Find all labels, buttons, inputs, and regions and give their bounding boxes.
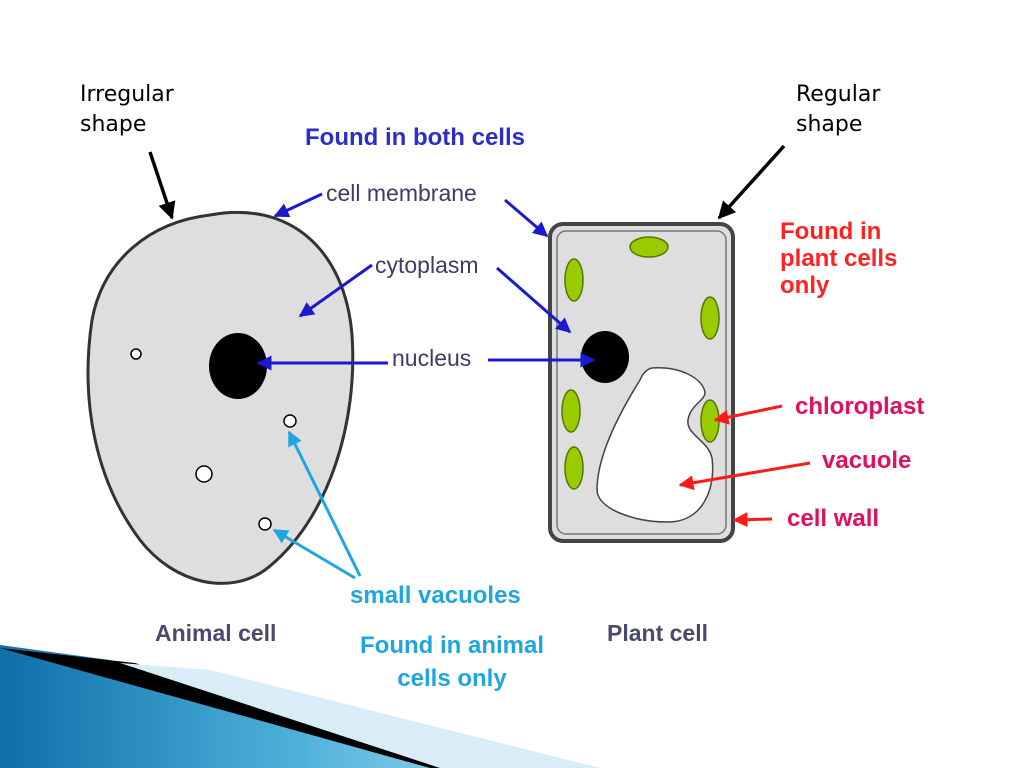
found-in-animal-only-label: Found in animal cells only [360,632,544,692]
chloroplast [700,296,720,340]
vacuole-arrow [678,461,811,491]
chloroplast-arrow [713,404,783,425]
irregular-shape-label: Irregular shape [80,82,174,137]
small-vacuoles-arrow-1 [287,430,362,577]
plant-cell-membrane [556,230,727,535]
small-vacuole [283,414,297,428]
vacuole-label: vacuole [822,447,912,474]
cell-wall-label: cell wall [787,505,880,532]
cytoplasm-arrow-animal [298,263,373,318]
cytoplasm-label: cytoplasm [375,252,479,278]
cell-wall-arrow [732,512,773,528]
cytoplasm-arrow-plant [496,266,572,334]
regular-shape-arrow [717,144,786,220]
membrane-arrow-plant [504,198,549,238]
small-vacuoles-arrow-2 [272,528,356,580]
plant-cell-caption: Plant cell [607,620,708,646]
irregular-shape-arrow [148,151,176,220]
animal-cell-caption: Animal cell [155,620,277,646]
small-vacuoles-label: small vacuoles [350,582,521,609]
found-in-both-heading: Found in both cells [305,124,525,151]
plant-cell-nucleus [581,331,629,383]
cell-membrane-label: cell membrane [326,180,477,206]
chloroplast [629,236,669,258]
decorative-ribbon-tip [120,663,600,768]
chloroplast [561,389,581,433]
animal-cell-membrane [86,210,355,585]
small-vacuole [195,465,213,483]
nucleus-label: nucleus [392,345,472,371]
chloroplast [564,446,584,490]
small-vacuole [258,517,272,531]
animal-cell-nucleus [209,333,267,399]
chloroplast-label: chloroplast [795,393,925,420]
found-in-plant-only-heading: Found in plant cells only [780,218,898,299]
membrane-arrow-animal [273,192,323,218]
small-vacuole [130,348,142,360]
regular-shape-label: Regular shape [796,82,881,137]
chloroplast [564,258,584,302]
